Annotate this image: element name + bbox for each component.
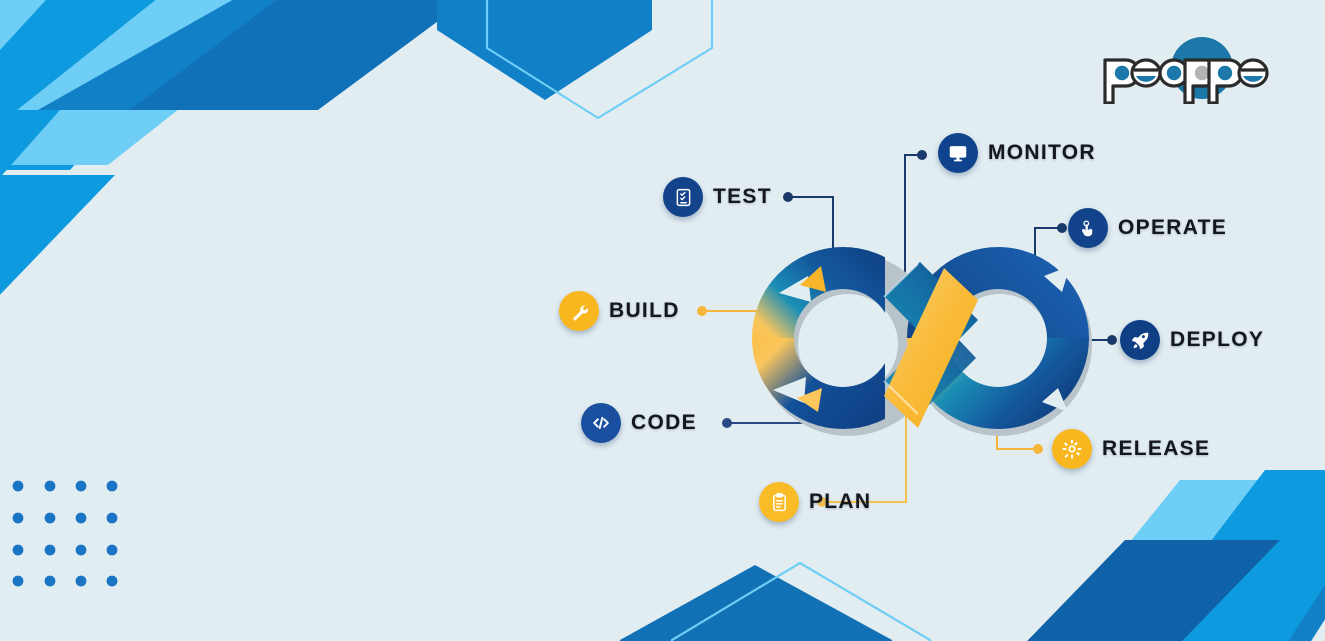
- wrench-icon: [559, 291, 599, 331]
- node-label-build: BUILD: [609, 299, 680, 322]
- node-plan[interactable]: PLAN: [759, 482, 871, 522]
- hand-pointer-icon: [1068, 208, 1108, 248]
- gear-icon: [1052, 429, 1092, 469]
- node-deploy[interactable]: DEPLOY: [1120, 320, 1264, 360]
- chevron-bottom-center: [620, 561, 932, 641]
- corner-stripes-bottom-right: [1027, 470, 1325, 641]
- node-build[interactable]: BUILD: [559, 291, 680, 331]
- logo-wordmark: [1103, 58, 1269, 104]
- node-label-deploy: DEPLOY: [1170, 328, 1265, 351]
- node-monitor[interactable]: MONITOR: [938, 133, 1096, 173]
- clipboard-check-icon: [663, 177, 703, 217]
- node-label-code: CODE: [631, 411, 697, 434]
- dot-grid: [12, 480, 118, 587]
- connector-monitor: [904, 154, 922, 300]
- monitor-icon: [938, 133, 978, 173]
- node-label-release: RELEASE: [1102, 437, 1211, 460]
- clipboard-icon: [759, 482, 799, 522]
- chevron-top-center: [437, 0, 714, 120]
- loop-left: [752, 247, 885, 429]
- corner-stripes-top-left: [0, 0, 467, 295]
- node-code[interactable]: CODE: [581, 403, 697, 443]
- node-operate[interactable]: OPERATE: [1068, 208, 1227, 248]
- node-label-plan: PLAN: [809, 490, 872, 513]
- loop-crossover-amber: [884, 268, 978, 428]
- code-brackets-icon: [581, 403, 621, 443]
- node-test[interactable]: TEST: [663, 177, 772, 217]
- node-release[interactable]: RELEASE: [1052, 429, 1210, 469]
- loop-inner-edges: [883, 263, 919, 415]
- node-label-operate: OPERATE: [1118, 216, 1228, 239]
- brand-logo: [1103, 37, 1269, 104]
- node-label-monitor: MONITOR: [988, 141, 1096, 164]
- rocket-icon: [1120, 320, 1160, 360]
- node-label-test: TEST: [713, 185, 772, 208]
